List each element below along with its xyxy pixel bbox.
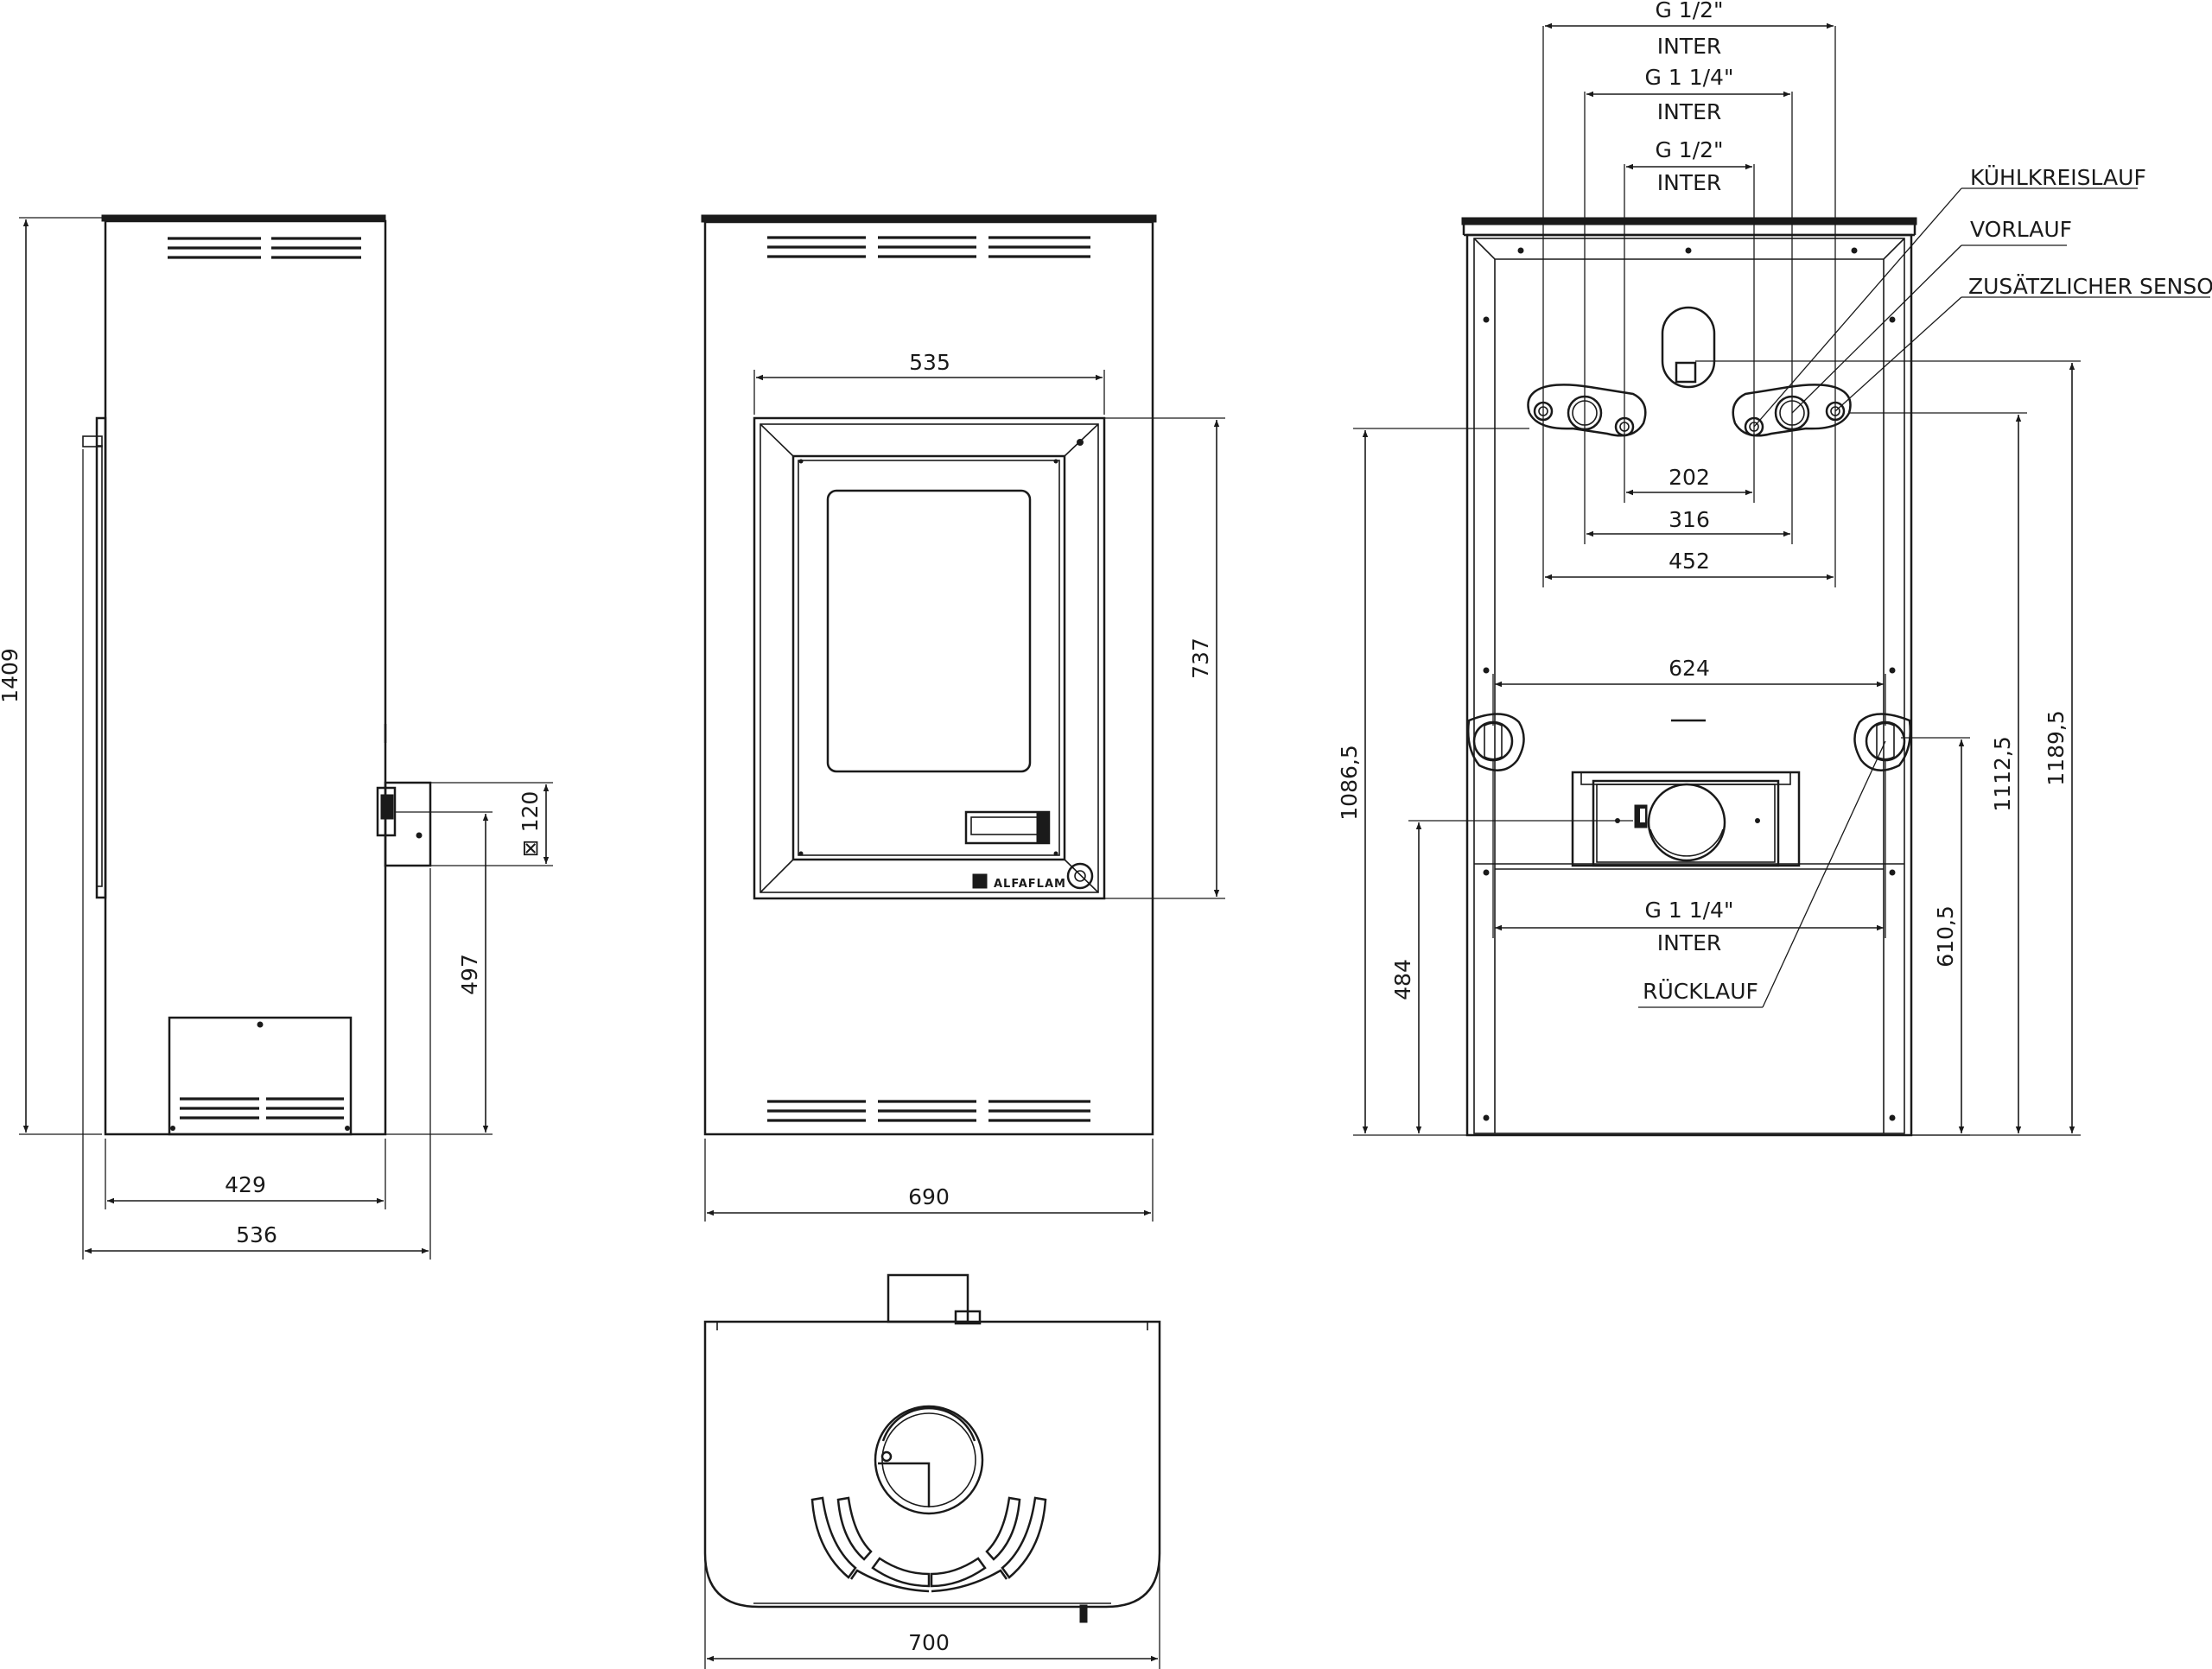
label-g114-top: G 1 1/4" — [1645, 65, 1734, 90]
label-202: 202 — [1669, 465, 1710, 490]
back-oval-port — [1661, 306, 1716, 389]
dim-top-g12-inner: G 1/2" INTER — [1626, 137, 1752, 195]
label-452: 452 — [1669, 549, 1710, 574]
dim-spacing-316: 316 — [1586, 507, 1790, 537]
label-497: 497 — [457, 954, 482, 995]
dim-spacing-202: 202 — [1626, 465, 1752, 496]
top-view: 700 — [703, 1273, 1161, 1669]
dim-flue-120: ⊠ 120 — [430, 782, 553, 866]
side-body — [104, 219, 387, 1136]
dim-door-height-737: 737 — [1085, 417, 1225, 899]
label-1189: 1189,5 — [2044, 710, 2069, 785]
top-body — [703, 1320, 1161, 1609]
label-sensor: ZUSÄTZLICHER SENSOR — [1968, 274, 2212, 299]
dim-height-1189: 1189,5 — [1695, 360, 2081, 1133]
front-view: ALFAFLAM 535 737 — [701, 214, 1225, 1222]
label-120: ⊠ 120 — [518, 791, 543, 858]
label-g114-bottom: G 1 1/4" — [1645, 898, 1734, 923]
dim-depth-536: 536 — [82, 449, 431, 1260]
back-body — [1465, 233, 1913, 1137]
label-1112: 1112,5 — [1990, 736, 2015, 811]
front-door: ALFAFLAM — [753, 416, 1106, 900]
leader-cooling: KÜHLKREISLAUF — [1753, 165, 2146, 428]
side-bottom-panel — [168, 1016, 353, 1136]
dim-height-497: 497 — [385, 811, 493, 1135]
label-g12-inner-type: INTER — [1657, 170, 1722, 195]
back-return-connectors — [1467, 713, 1911, 771]
dim-height-1409: 1409 — [0, 217, 102, 1135]
dim-top-g12-outer: G 1/2" INTER — [1545, 0, 1834, 59]
label-return: RÜCKLAUF — [1643, 979, 1758, 1004]
back-flue-box — [1571, 771, 1801, 867]
leader-sensor: ZUSÄTZLICHER SENSOR — [1834, 274, 2212, 412]
dim-top-g114: G 1 1/4" INTER — [1586, 65, 1790, 124]
label-flow: VORLAUF — [1970, 217, 2072, 242]
label-g114-bottom-type: INTER — [1657, 930, 1722, 955]
label-610: 610,5 — [1933, 905, 1958, 968]
leader-return: RÜCKLAUF — [1638, 740, 1886, 1008]
back-top-cap — [1461, 217, 1917, 225]
leader-flow: VORLAUF — [1791, 217, 2072, 414]
side-top-vents — [168, 237, 361, 259]
label-536: 536 — [236, 1222, 277, 1247]
dim-height-610: 610,5 — [1901, 737, 1970, 1136]
dim-spacing-624: 624 — [1492, 656, 1886, 726]
door-knob — [1066, 862, 1094, 890]
dim-spacing-452: 452 — [1545, 549, 1834, 581]
front-body — [703, 220, 1154, 1136]
dim-width-690: 690 — [704, 1139, 1154, 1222]
dim-depth-429: 429 — [105, 1139, 386, 1209]
label-535: 535 — [909, 350, 950, 375]
label-1409: 1409 — [0, 648, 22, 703]
label-429: 429 — [225, 1172, 266, 1197]
label-624: 624 — [1669, 656, 1710, 681]
door-glass — [826, 489, 1032, 773]
label-737: 737 — [1188, 638, 1213, 679]
front-top-vents — [767, 236, 1090, 258]
dim-height-1086: 1086,5 — [1337, 428, 1529, 1136]
dim-width-700: 700 — [704, 1555, 1160, 1669]
dim-height-1112: 1112,5 — [1849, 412, 2081, 1136]
label-690: 690 — [908, 1184, 950, 1209]
label-700: 700 — [908, 1630, 950, 1655]
label-484: 484 — [1390, 959, 1415, 1000]
label-1086: 1086,5 — [1337, 745, 1362, 820]
label-cooling: KÜHLKREISLAUF — [1970, 165, 2146, 190]
side-door-profile — [82, 416, 107, 899]
front-bottom-vents — [767, 1100, 1090, 1122]
label-g12-inner: G 1/2" — [1655, 137, 1723, 162]
dim-bottom-g114: G 1 1/4" INTER — [1492, 760, 1886, 955]
side-view: 1409 429 536 497 ⊠ 120 — [0, 214, 553, 1260]
back-top-extensions — [1542, 26, 1836, 587]
top-flue-outer — [874, 1405, 984, 1515]
back-view: G 1/2" INTER G 1 1/4" INTER G 1/2" INTER… — [1337, 0, 2212, 1137]
brand-text: ALFAFLAM — [994, 878, 1066, 891]
dim-height-484: 484 — [1390, 820, 1633, 1133]
top-vent-slots — [810, 1496, 1047, 1593]
label-316: 316 — [1669, 507, 1710, 532]
label-g114-top-type: INTER — [1657, 99, 1722, 124]
side-flue-stub — [376, 724, 432, 867]
label-g12-outer-type: INTER — [1657, 34, 1722, 59]
back-screws — [1483, 247, 1896, 1121]
back-left-plate — [1527, 384, 1647, 437]
brand-logo-icon — [972, 873, 988, 889]
dim-door-width-535: 535 — [753, 350, 1105, 415]
label-g12-outer: G 1/2" — [1655, 0, 1723, 22]
